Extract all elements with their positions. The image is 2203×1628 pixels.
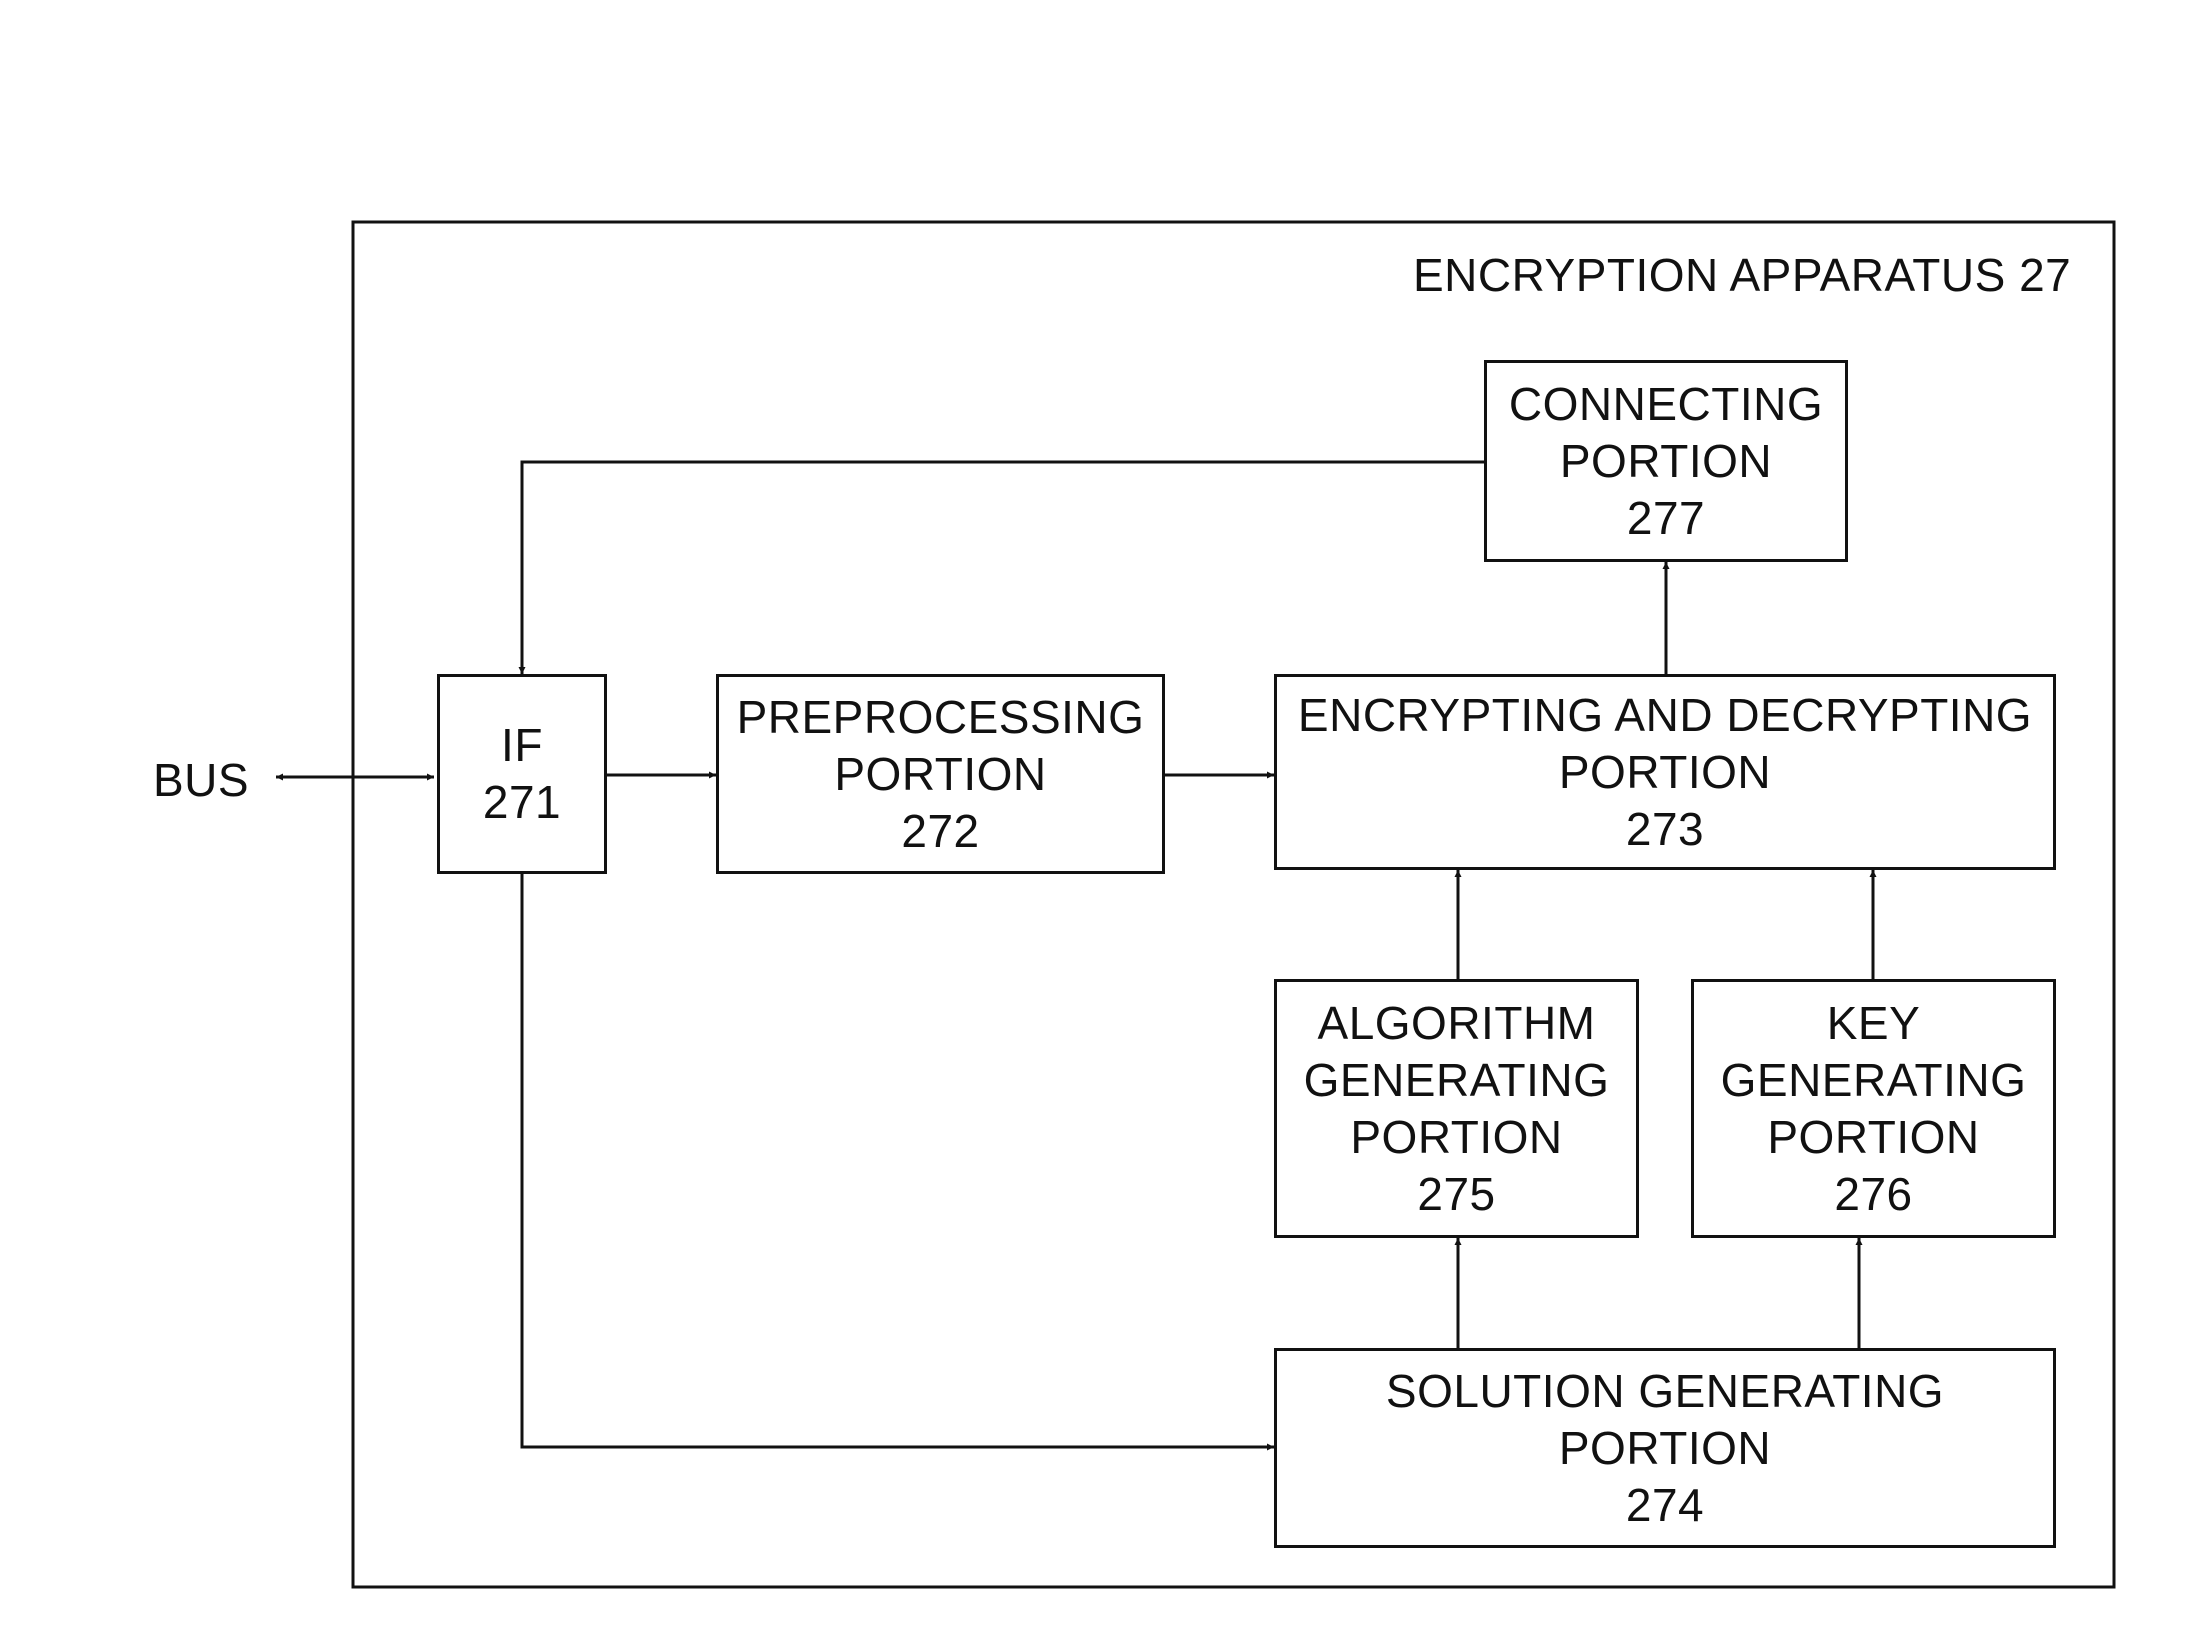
preprocessing-line-2: PORTION [834, 746, 1046, 803]
solution-generating-portion-274: SOLUTION GENERATING PORTION 274 [1274, 1348, 2056, 1548]
preprocessing-portion-272: PREPROCESSING PORTION 272 [716, 674, 1165, 874]
connecting-portion-277: CONNECTING PORTION 277 [1484, 360, 1848, 562]
algorithm-line-3: PORTION [1350, 1109, 1562, 1166]
key-number: 276 [1834, 1166, 1912, 1223]
if-block-number: 271 [483, 774, 561, 831]
if-block-271: IF 271 [437, 674, 607, 874]
preprocessing-number: 272 [901, 803, 979, 860]
apparatus-title: ENCRYPTION APPARATUS 27 [1413, 252, 2071, 298]
encrypting-number: 273 [1626, 801, 1704, 858]
algorithm-number: 275 [1417, 1166, 1495, 1223]
key-generating-portion-276: KEY GENERATING PORTION 276 [1691, 979, 2056, 1238]
encrypting-line-2: PORTION [1559, 744, 1771, 801]
solution-line-2: PORTION [1559, 1420, 1771, 1477]
key-line-2: GENERATING [1721, 1052, 2027, 1109]
bus-label: BUS [153, 757, 249, 803]
solution-line-1: SOLUTION GENERATING [1386, 1363, 1944, 1420]
connecting-line-2: PORTION [1560, 433, 1772, 490]
key-line-1: KEY [1827, 995, 1921, 1052]
if-block-name: IF [501, 717, 543, 774]
connecting-number: 277 [1627, 490, 1705, 547]
solution-number: 274 [1626, 1477, 1704, 1534]
connecting-line-1: CONNECTING [1509, 376, 1823, 433]
encrypting-line-1: ENCRYPTING AND DECRYPTING [1298, 687, 2032, 744]
key-line-3: PORTION [1767, 1109, 1979, 1166]
algorithm-line-1: ALGORITHM [1318, 995, 1596, 1052]
algorithm-line-2: GENERATING [1304, 1052, 1610, 1109]
arrow-if-solution [522, 874, 1274, 1447]
arrow-connecting-if [522, 462, 1484, 674]
preprocessing-line-1: PREPROCESSING [737, 689, 1145, 746]
encrypting-decrypting-portion-273: ENCRYPTING AND DECRYPTING PORTION 273 [1274, 674, 2056, 870]
algorithm-generating-portion-275: ALGORITHM GENERATING PORTION 275 [1274, 979, 1639, 1238]
